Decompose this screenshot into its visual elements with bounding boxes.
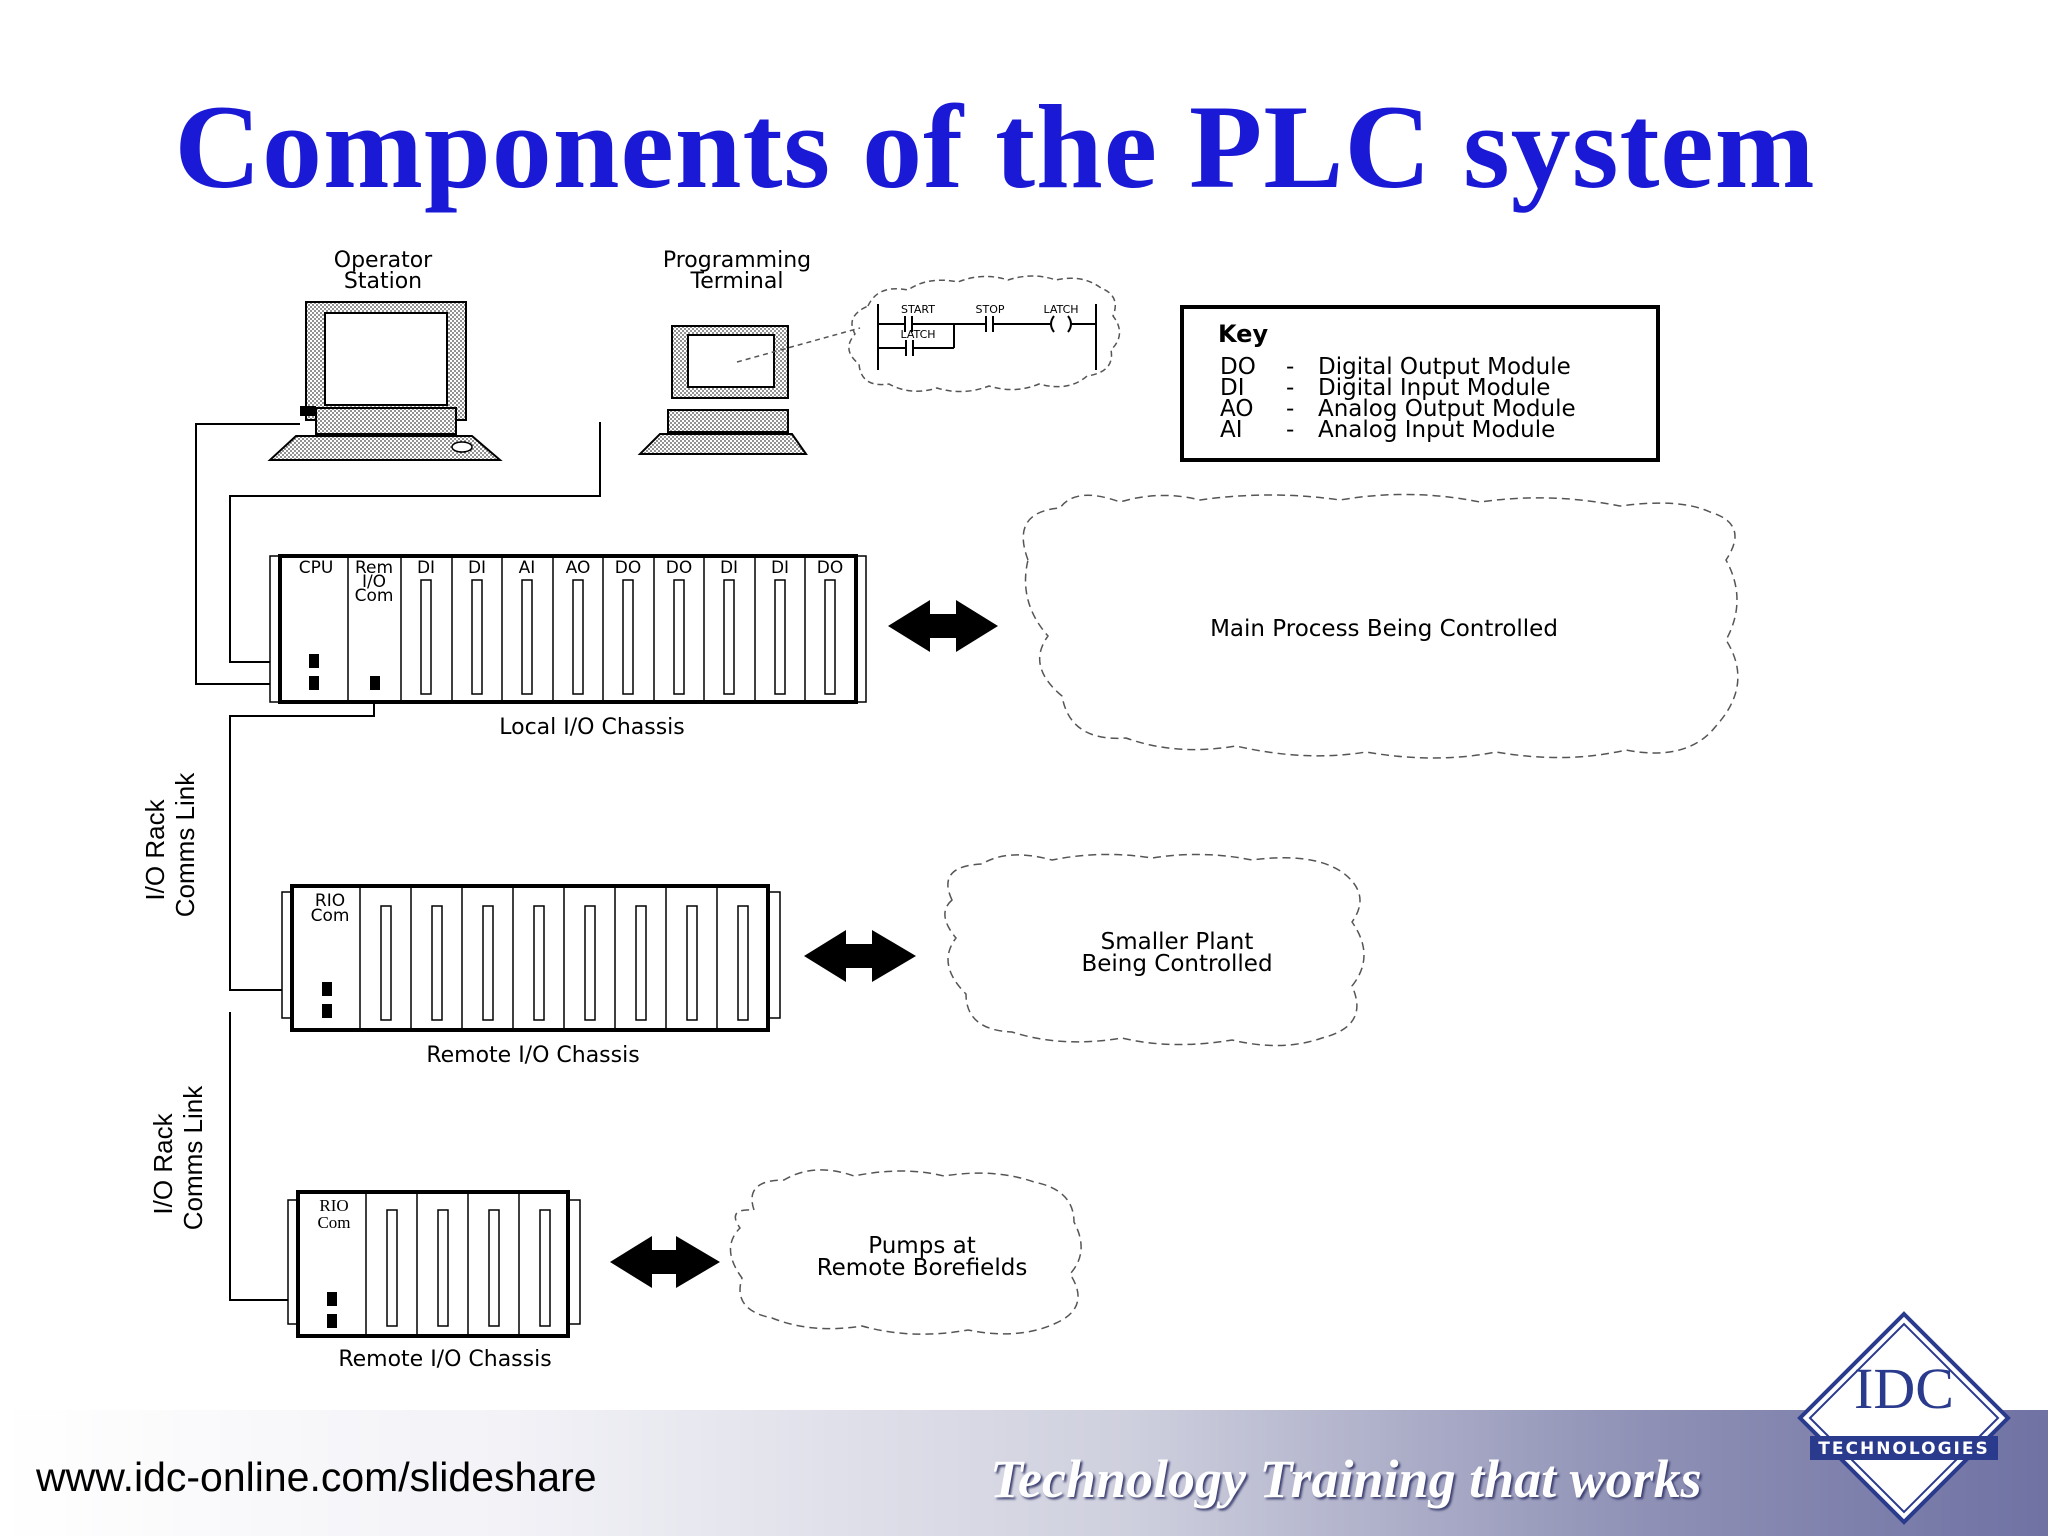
ladder-logic-bubble: START STOP LATCH LATCH	[848, 275, 1121, 393]
key-abbr-ai: AI	[1220, 417, 1243, 443]
footer-url[interactable]: www.idc-online.com/slideshare	[36, 1454, 597, 1500]
local-chassis-ports	[309, 654, 380, 690]
double-arrows	[610, 600, 998, 1288]
ladder-start-label: START	[901, 303, 935, 316]
key-meaning-ai: Analog Input Module	[1318, 417, 1555, 443]
cloud-smaller-plant: Smaller Plant Being Controlled	[944, 853, 1365, 1047]
programming-terminal-label-1: Programming	[663, 248, 811, 273]
local-chassis-label: Local I/O Chassis	[499, 715, 685, 740]
arrow-smaller	[804, 930, 916, 982]
module-rem-line3: Com	[355, 586, 394, 606]
footer-tagline: Technology Training that works	[990, 1449, 1702, 1509]
operator-computer-icon	[267, 301, 503, 461]
comms-wiring	[195, 422, 601, 1301]
module-ao: AO	[566, 558, 591, 578]
remote-io-chassis-2: RIO Com Remote I/O Chassis	[287, 1190, 581, 1372]
key-dash-ai: -	[1286, 417, 1294, 443]
comms-link-2-line1: I/O Rack	[148, 1112, 178, 1214]
key-dash-ao: -	[1286, 396, 1294, 422]
terminal-computer-icon	[637, 325, 861, 455]
process-main-label: Main Process Being Controlled	[1210, 616, 1558, 642]
local-io-chassis: CPU Rem I/O Com DI DI AI AO DO DO DI DI …	[269, 554, 867, 740]
comms-link-label-2: I/O Rack Comms Link	[148, 1085, 208, 1230]
remote1-com-label-2: Com	[311, 906, 350, 926]
cloud-main-process: Main Process Being Controlled	[1022, 493, 1739, 759]
module-di-2: DI	[468, 558, 486, 578]
comms-link-2-line2: Comms Link	[178, 1085, 208, 1230]
process-smaller-line2: Being Controlled	[1081, 951, 1272, 977]
key-meaning-di: Digital Input Module	[1318, 375, 1550, 401]
plc-system-diagram: Operator Station Programming Terminal	[140, 248, 1739, 1372]
key-abbr-ao: AO	[1220, 396, 1253, 422]
remote1-com-label-1: RIO	[315, 891, 345, 911]
ladder-latch-contact-label: LATCH	[900, 328, 935, 341]
idc-logo-text: IDC	[1854, 1356, 1954, 1421]
module-ai: AI	[519, 558, 536, 578]
ladder-stop-label: STOP	[976, 303, 1005, 316]
module-di-4: DI	[771, 558, 789, 578]
module-do-2: DO	[666, 558, 692, 578]
idc-logo: IDC TECHNOLOGIES	[1797, 1311, 2011, 1525]
key-abbr-di: DI	[1220, 375, 1245, 401]
programming-terminal-label-2: Terminal	[690, 269, 784, 294]
key-legend: Key DO - Digital Output Module DI - Digi…	[1180, 305, 1660, 462]
operator-station-label-1: Operator	[334, 248, 433, 273]
comms-link-label-1: I/O Rack Comms Link	[140, 772, 200, 917]
process-pumps-line2: Remote Borefields	[817, 1255, 1028, 1281]
process-pumps-line1: Pumps at	[868, 1233, 975, 1259]
module-di-1: DI	[417, 558, 435, 578]
module-rem-line1: Rem	[355, 558, 393, 578]
module-rem-line2: I/O	[362, 572, 386, 592]
remote2-com-label-2: Com	[317, 1213, 350, 1232]
remote-io-chassis-1: RIO Com Remote I/O Chassis	[281, 884, 781, 1068]
comms-link-1-line1: I/O Rack	[140, 798, 170, 900]
module-cpu: CPU	[299, 558, 334, 578]
programming-terminal: Programming Terminal	[637, 248, 861, 455]
ladder-latch-coil-label: LATCH	[1043, 303, 1078, 316]
arrow-main	[888, 600, 998, 652]
local-chassis-io-strips	[420, 579, 836, 695]
module-do-3: DO	[817, 558, 843, 578]
slide-title: Components of the PLC system	[174, 80, 1816, 213]
footer-band	[0, 1410, 2048, 1536]
ladder-diagram	[877, 304, 1097, 370]
module-do-1: DO	[615, 558, 641, 578]
key-dash-di: -	[1286, 375, 1294, 401]
remote1-chassis-label: Remote I/O Chassis	[426, 1043, 639, 1068]
key-meaning-do: Digital Output Module	[1318, 354, 1571, 380]
arrow-pumps	[610, 1236, 720, 1288]
idc-logo-subtext: TECHNOLOGIES	[1818, 1439, 1989, 1459]
process-smaller-line1: Smaller Plant	[1101, 929, 1254, 955]
key-meaning-ao: Analog Output Module	[1318, 396, 1576, 422]
operator-station-label-2: Station	[344, 269, 422, 294]
comms-link-1-line2: Comms Link	[170, 772, 200, 917]
local-chassis-module-dividers	[347, 558, 806, 700]
module-di-3: DI	[720, 558, 738, 578]
key-abbr-do: DO	[1220, 354, 1256, 380]
remote2-chassis-label: Remote I/O Chassis	[338, 1347, 551, 1372]
cloud-pumps: Pumps at Remote Borefields	[729, 1169, 1082, 1335]
key-dash-do: -	[1286, 354, 1294, 380]
remote2-com-label-1: RIO	[319, 1196, 348, 1215]
operator-station: Operator Station	[267, 248, 503, 461]
key-title: Key	[1218, 320, 1268, 348]
